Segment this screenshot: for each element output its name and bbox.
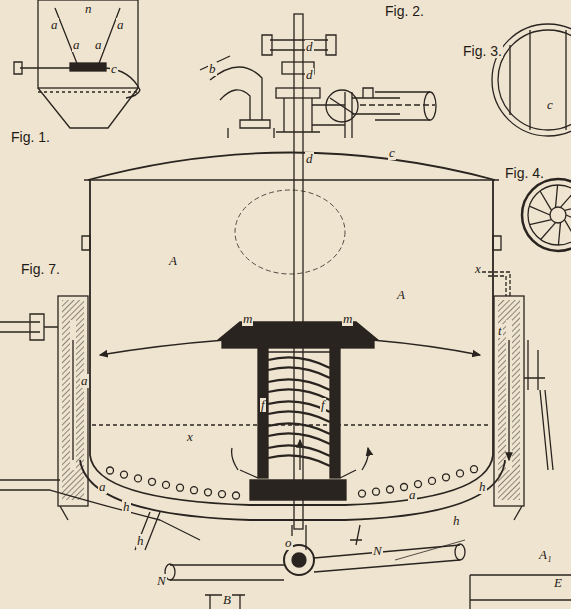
part-letter: m <box>242 312 253 326</box>
top-fittings <box>200 35 436 138</box>
figure-label: Fig. 3. <box>462 44 503 58</box>
heating-jacket <box>0 272 553 520</box>
figure-label: Fig. 1. <box>10 130 51 144</box>
hopper-figure <box>14 0 140 128</box>
distributor <box>100 322 480 500</box>
part-letter: x <box>186 430 194 444</box>
part-letter: d <box>305 68 314 82</box>
wheel-figure <box>522 179 571 251</box>
part-letter: N <box>372 544 383 558</box>
part-letter: a <box>80 374 89 388</box>
part-letter: m <box>342 312 353 326</box>
part-letter: a <box>116 18 125 32</box>
part-letter: a <box>94 38 103 52</box>
part-letter: o <box>284 536 293 550</box>
part-letter: t <box>497 324 503 338</box>
part-letter: h <box>122 500 131 514</box>
part-letter: N <box>156 574 167 588</box>
part-letter: h <box>136 534 145 548</box>
part-letter: E <box>553 576 563 590</box>
part-letter: x <box>474 262 482 276</box>
part-letter: d <box>305 40 314 54</box>
part-letter: f <box>320 398 326 412</box>
part-letter: a <box>408 488 417 502</box>
part-letter: A₁ <box>538 548 552 562</box>
figure-label: Fig. 4. <box>504 166 545 180</box>
part-letter: a <box>72 38 81 52</box>
part-letter: d <box>305 152 314 166</box>
figure-label: Fig. 7. <box>20 262 61 276</box>
part-letter: B <box>222 593 232 607</box>
part-letter: A <box>168 254 178 268</box>
part-letter: n <box>84 2 93 16</box>
part-letter: c <box>110 62 118 76</box>
part-letter: c <box>388 146 396 160</box>
vessel <box>80 153 505 521</box>
part-letter: b <box>208 62 217 76</box>
part-letter: c <box>546 98 554 112</box>
part-letter: f <box>260 398 266 412</box>
figure-label: Fig. 2. <box>384 4 425 18</box>
part-letter: a <box>98 480 107 494</box>
part-letter: h <box>478 480 487 494</box>
part-letter: a <box>50 18 59 32</box>
part-letter: h <box>452 514 461 528</box>
outlet-pipes <box>0 480 571 609</box>
disc-figure <box>492 24 571 136</box>
part-letter: A <box>396 288 406 302</box>
shaft <box>294 14 303 529</box>
